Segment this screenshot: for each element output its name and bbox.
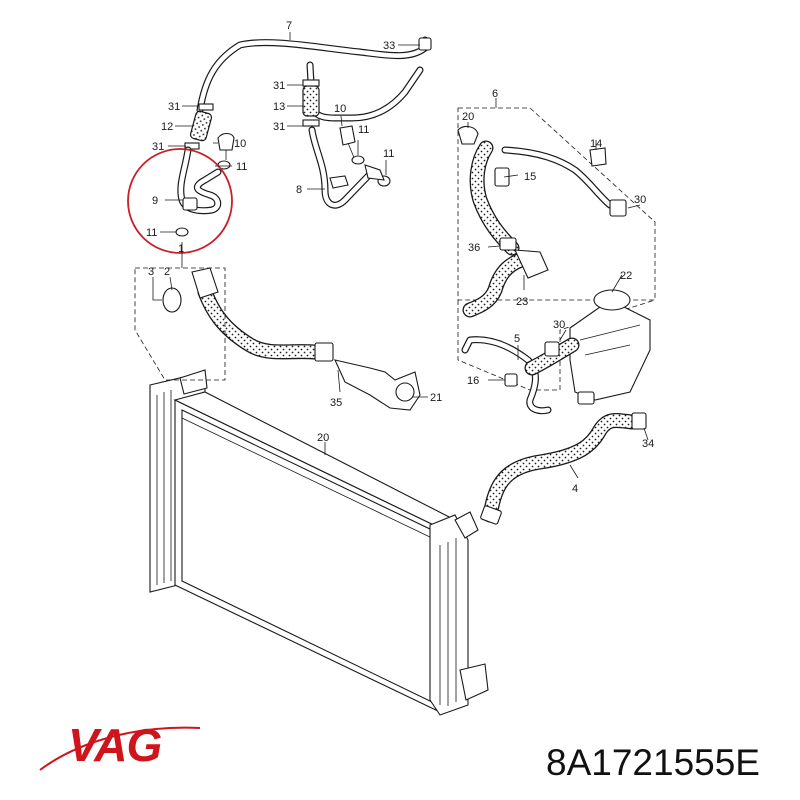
callout-4: 4 <box>572 483 578 495</box>
callout-3: 3 <box>148 266 154 278</box>
hose-23-connector <box>514 249 549 279</box>
bolt-10-left-head <box>217 132 235 151</box>
callout-11-right-b: 11 <box>383 148 394 160</box>
radiator-left-tank-ribs <box>156 390 172 585</box>
callout-5: 5 <box>514 333 520 345</box>
hose-segment-12-left <box>189 110 213 142</box>
callout-31-right-upper: 31 <box>273 80 285 92</box>
callout-9: 9 <box>152 195 158 207</box>
upper-hose-connector <box>191 267 219 299</box>
clip-14 <box>494 167 510 187</box>
callout-2: 2 <box>164 266 170 278</box>
radiator-outlet-neck <box>454 511 479 539</box>
callout-23: 23 <box>516 296 528 308</box>
callout-14: 15 <box>524 171 536 183</box>
callout-10-right: 10 <box>334 103 346 115</box>
pipe-9-banjo <box>182 197 198 211</box>
callout-12-right: 13 <box>273 101 285 113</box>
washer-11-left-lower <box>175 227 189 237</box>
outline-assembly-6 <box>457 107 656 301</box>
callout-8: 8 <box>296 184 302 196</box>
callout-1: 1 <box>178 243 184 255</box>
cap-16 <box>457 125 479 145</box>
callout-31-left-lower: 31 <box>152 141 164 153</box>
callout-13: 14 <box>590 138 602 150</box>
washer-11-right-a <box>351 155 365 165</box>
radiator-core-inner-edge <box>181 417 433 539</box>
radiator-right-tank-ribs <box>439 538 457 706</box>
pipe-8-bracket <box>329 175 349 189</box>
hose-clamp-30-lower <box>544 341 560 357</box>
clip-15 <box>504 373 518 387</box>
outline-assembly-1 <box>134 267 226 381</box>
clamp-31-upper <box>302 79 320 87</box>
expansion-tank-outlet <box>577 391 595 405</box>
hose-segment-12-right <box>302 85 320 117</box>
callout-7: 7 <box>286 20 292 32</box>
expansion-tank-cap <box>593 289 631 311</box>
callout-36: 36 <box>468 242 480 254</box>
upper-coolant-hose <box>162 267 421 411</box>
callout-10-left: 10 <box>234 138 246 150</box>
o-ring-3 <box>162 287 182 313</box>
callout-35: 33 <box>383 40 395 52</box>
radiator-drain-boss <box>459 663 489 701</box>
callout-31-right-lower: 31 <box>273 121 285 133</box>
callout-21: 22 <box>620 270 632 282</box>
callout-30-upper: 30 <box>634 194 646 206</box>
clamp-31-lower <box>302 119 320 127</box>
callout-11-right-a: 11 <box>358 124 369 136</box>
pipe-8-end-fitting <box>364 164 385 181</box>
vag-logo-swoosh <box>39 726 201 771</box>
radiator-right-tank <box>429 514 469 716</box>
callout-11-left-upper: 11 <box>236 161 247 173</box>
vent-pipes <box>175 36 432 237</box>
callout-30-lower: 30 <box>553 319 565 331</box>
lower-hose-clamp <box>480 505 502 525</box>
expansion-tank-21 <box>569 299 651 401</box>
leader-lines <box>152 32 649 479</box>
bolt-10-right-head <box>339 125 356 146</box>
vag-logo: VAG <box>68 719 162 771</box>
callout-34: 35 <box>330 397 342 409</box>
callout-20: 20 <box>317 432 329 444</box>
expansion-tank-hoses <box>457 125 651 415</box>
clamp-31-left-upper <box>198 103 214 111</box>
hose-clamp-33 <box>631 412 647 430</box>
radiator-inlet-neck <box>179 369 208 395</box>
cap-35 <box>418 37 432 51</box>
callout-12-left: 12 <box>161 121 173 133</box>
callout-6: 6 <box>492 88 498 100</box>
clamp-36 <box>499 237 517 251</box>
clip-13 <box>589 147 607 167</box>
radiator <box>149 369 489 716</box>
hose-clamp-30-upper <box>609 199 627 217</box>
hose-clamp-34 <box>314 342 334 362</box>
lower-coolant-hose <box>480 412 647 525</box>
callout-31-left-upper: 31 <box>168 101 180 113</box>
callout-11-left-lower: 11 <box>146 227 157 239</box>
callout-16: 20 <box>462 111 474 123</box>
expansion-tank-lines <box>579 324 641 356</box>
callout-22: 21 <box>430 392 442 404</box>
flange-22-port <box>395 382 415 402</box>
callout-33: 34 <box>642 438 654 450</box>
part-number: 8A1721555E <box>546 742 760 783</box>
callout-15: 16 <box>467 375 479 387</box>
highlight-circle <box>127 148 233 254</box>
callout-labels: 7 33 31 13 31 31 12 31 10 11 11 8 10 11 … <box>146 20 654 495</box>
